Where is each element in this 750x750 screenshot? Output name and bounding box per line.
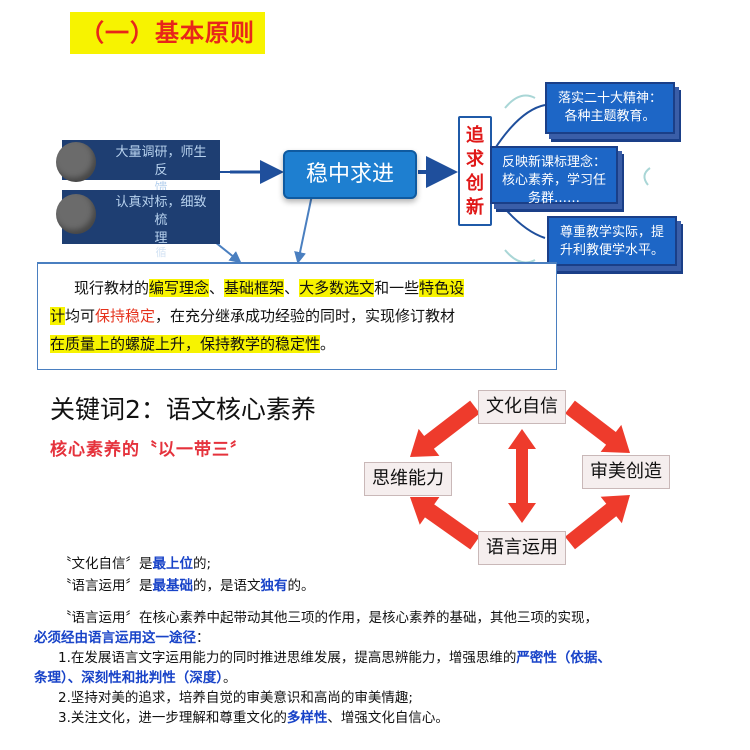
summary-seg: 。 (320, 335, 336, 353)
summary-seg: 和一些 (374, 279, 420, 297)
summary-seg-hl: 大多数选文 (299, 279, 375, 297)
keyword-title: 关键词2：语文核心素养 (50, 395, 316, 424)
note-language-base: 〝语言运用〞是最基础的，是语文独有的。 (58, 576, 315, 596)
arrow-to-summary-center (294, 194, 313, 264)
chase-char-4: 新 (466, 197, 484, 218)
left-item-research-line1: 大量调研，师生反 (115, 145, 207, 178)
arrow-culture-to-thinking (410, 400, 480, 457)
note-seg: 〝文化自信〞是 (58, 556, 153, 572)
note-seg-bold: 独有 (260, 578, 288, 594)
summary-line-1: 现行教材的编写理念、基础框架、大多数选文和一些特色设 (50, 274, 546, 302)
right-box-curriculum-line2: 核心素养，学习任 (501, 173, 606, 188)
cycle-arrows (410, 400, 630, 550)
node-aesthetic-creation: 审美创造 (582, 455, 670, 489)
right-box-curriculum-line3: 务群…… (527, 191, 580, 206)
bullet-circle-2 (56, 194, 96, 234)
arrow-vertical-up (508, 429, 536, 477)
summary-seg: ，在充分继承成功经验的同时，实现修订教材 (155, 307, 456, 325)
note-seg: 、增强文化自信心。 (327, 710, 449, 726)
note-long-6: 3.关注文化，进一步理解和尊重文化的多样性、增强文化自信心。 (58, 708, 449, 728)
keyword-subtitle: 核心素养的〝以一带三〞 (50, 440, 248, 460)
right-box-teaching-line2: 升利教便学水平。 (559, 243, 664, 258)
note-long-4: 条理）、深刻性和批判性（深度）。 (34, 668, 237, 688)
left-item-benchmark-line1: 认真对标，细致梳 (115, 195, 207, 228)
arrow-vertical-down (508, 473, 536, 523)
right-box-curriculum-line1: 反映新课标理念： (501, 155, 606, 170)
chase-char-1: 追 (466, 125, 484, 146)
note-seg-bold: 最上位 (152, 556, 194, 572)
note-seg: 3.关注文化，进一步理解和尊重文化的 (58, 710, 287, 726)
summary-line-2: 计均可保持稳定，在充分继承成功经验的同时，实现修订教材 (50, 302, 546, 330)
summary-seg: 、 (209, 279, 225, 297)
summary-seg: 均可 (65, 307, 96, 325)
node-language-use: 语言运用 (478, 531, 566, 565)
arrow-language-to-aesthetic (565, 495, 630, 550)
arrow-language-to-thinking (410, 496, 480, 550)
chase-innovation-box: 追 求 创 新 (458, 116, 492, 226)
summary-seg-hl: 编写理念 (149, 279, 210, 297)
note-seg-bold: 多样性 (286, 710, 328, 726)
note-seg: 。 (223, 670, 237, 686)
summary-seg-hl: 在质量上的螺旋上升，保持教学的稳定性 (50, 335, 321, 353)
left-item-benchmark-line2: 理 (154, 231, 168, 246)
chase-char-3: 创 (466, 173, 484, 194)
connector-right-top (493, 104, 546, 151)
right-box-teaching: 尊重教学实际，提 升利教便学水平。 (547, 216, 677, 266)
summary-seg-hl: 特色设 (419, 279, 465, 297)
right-box-curriculum: 反映新课标理念： 核心素养，学习任 务群…… (490, 146, 618, 206)
node-culture-confidence: 文化自信 (478, 390, 566, 424)
bullet-circle-1 (56, 142, 96, 182)
section-title: （一）基本原则 (70, 12, 265, 54)
note-seg: 的。 (287, 578, 315, 594)
note-long-3: 1.在发展语言文字运用能力的同时推进思维发展，提高思辨能力，增强思维的严密性（依… (58, 648, 611, 668)
note-seg: 〝语言运用〞在核心素养中起带动其他三项的作用，是核心素养的基础，其他三项的实现， (58, 610, 598, 626)
note-seg-bold: 最基础 (152, 578, 194, 594)
note-long-2: 必须经由语言运用这一途径： (34, 628, 210, 648)
note-seg: ： (196, 630, 210, 646)
note-seg-bold: 必须经由语言运用这一途径 (34, 630, 196, 646)
summary-seg-hl: 计 (50, 307, 66, 325)
note-culture-top: 〝文化自信〞是最上位的; (58, 554, 211, 574)
right-box-teaching-line1: 尊重教学实际，提 (559, 225, 664, 240)
right-box-spirit-line1: 落实二十大精神： (557, 91, 662, 106)
note-seg-bold: 严密性（依据、 (516, 650, 611, 666)
note-seg: 1.在发展语言文字运用能力的同时推进思维发展，提高思辨能力，增强思维的 (58, 650, 517, 666)
note-seg: 的; (193, 556, 212, 572)
right-box-spirit: 落实二十大精神： 各种主题教育。 (545, 82, 675, 134)
center-principle-box: 稳中求进 (283, 150, 417, 199)
summary-seg-red: 保持稳定 (95, 307, 156, 325)
arrow-culture-to-aesthetic (565, 400, 630, 453)
note-long-5: 2.坚持对美的追求，培养自觉的审美意识和高尚的审美情趣; (58, 688, 413, 708)
summary-seg-hl: 基础框架 (224, 279, 285, 297)
summary-seg: 、 (284, 279, 300, 297)
note-seg: 2.坚持对美的追求，培养自觉的审美意识和高尚的审美情趣; (58, 690, 413, 706)
note-long-1: 〝语言运用〞在核心素养中起带动其他三项的作用，是核心素养的基础，其他三项的实现， (58, 608, 598, 628)
right-box-spirit-line2: 各种主题教育。 (564, 109, 656, 124)
summary-line-3: 在质量上的螺旋上升，保持教学的稳定性。 (50, 330, 546, 358)
note-seg-bold: 条理）、深刻性和批判性（深度） (34, 670, 223, 686)
left-item-cut-text: 循 (155, 246, 167, 259)
summary-box: 现行教材的编写理念、基础框架、大多数选文和一些特色设 计均可保持稳定，在充分继承… (37, 262, 557, 370)
note-seg: 〝语言运用〞是 (58, 578, 153, 594)
chase-char-2: 求 (466, 149, 484, 170)
note-seg: 的，是语文 (193, 578, 261, 594)
node-thinking-ability: 思维能力 (364, 462, 452, 496)
summary-seg: 现行教材的 (74, 279, 150, 297)
